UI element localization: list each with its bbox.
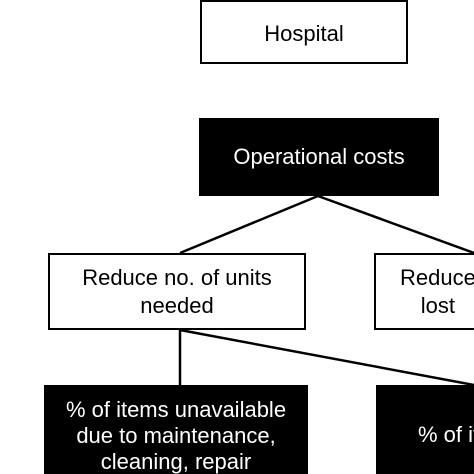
node-pct-right: % of it: [376, 385, 474, 474]
node-reduce-units-needed: Reduce no. of units needed: [48, 253, 306, 330]
node-reduce-units-line-2: needed: [140, 292, 214, 318]
edge-operational-to-reduce-lost: [317, 194, 474, 255]
node-reduce-lost: Reduce lost: [374, 253, 474, 330]
node-hospital: Hospital: [200, 0, 408, 64]
node-operational-costs: Operational costs: [199, 118, 439, 196]
node-pct-right-line-1: % of it: [418, 422, 474, 447]
node-items-unavailable: % of items unavailable due to maintenanc…: [44, 385, 308, 474]
edge-operational-to-reduce-units: [179, 194, 319, 255]
node-items-unavailable-line-3: cleaning, repair: [100, 449, 252, 474]
node-items-unavailable-line-1: % of items unavailable: [65, 397, 287, 422]
node-reduce-units-line-1: Reduce no. of units: [82, 264, 272, 290]
node-items-unavailable-line-2: due to maintenance,: [76, 423, 276, 448]
node-reduce-lost-line-2: lost: [420, 292, 456, 318]
node-reduce-lost-line-1: Reduce: [400, 264, 474, 290]
edge-reduce-units-to-pct-right: [179, 328, 474, 387]
node-operational-costs-line-1: Operational costs: [233, 144, 405, 169]
node-hospital-line-1: Hospital: [264, 21, 344, 46]
